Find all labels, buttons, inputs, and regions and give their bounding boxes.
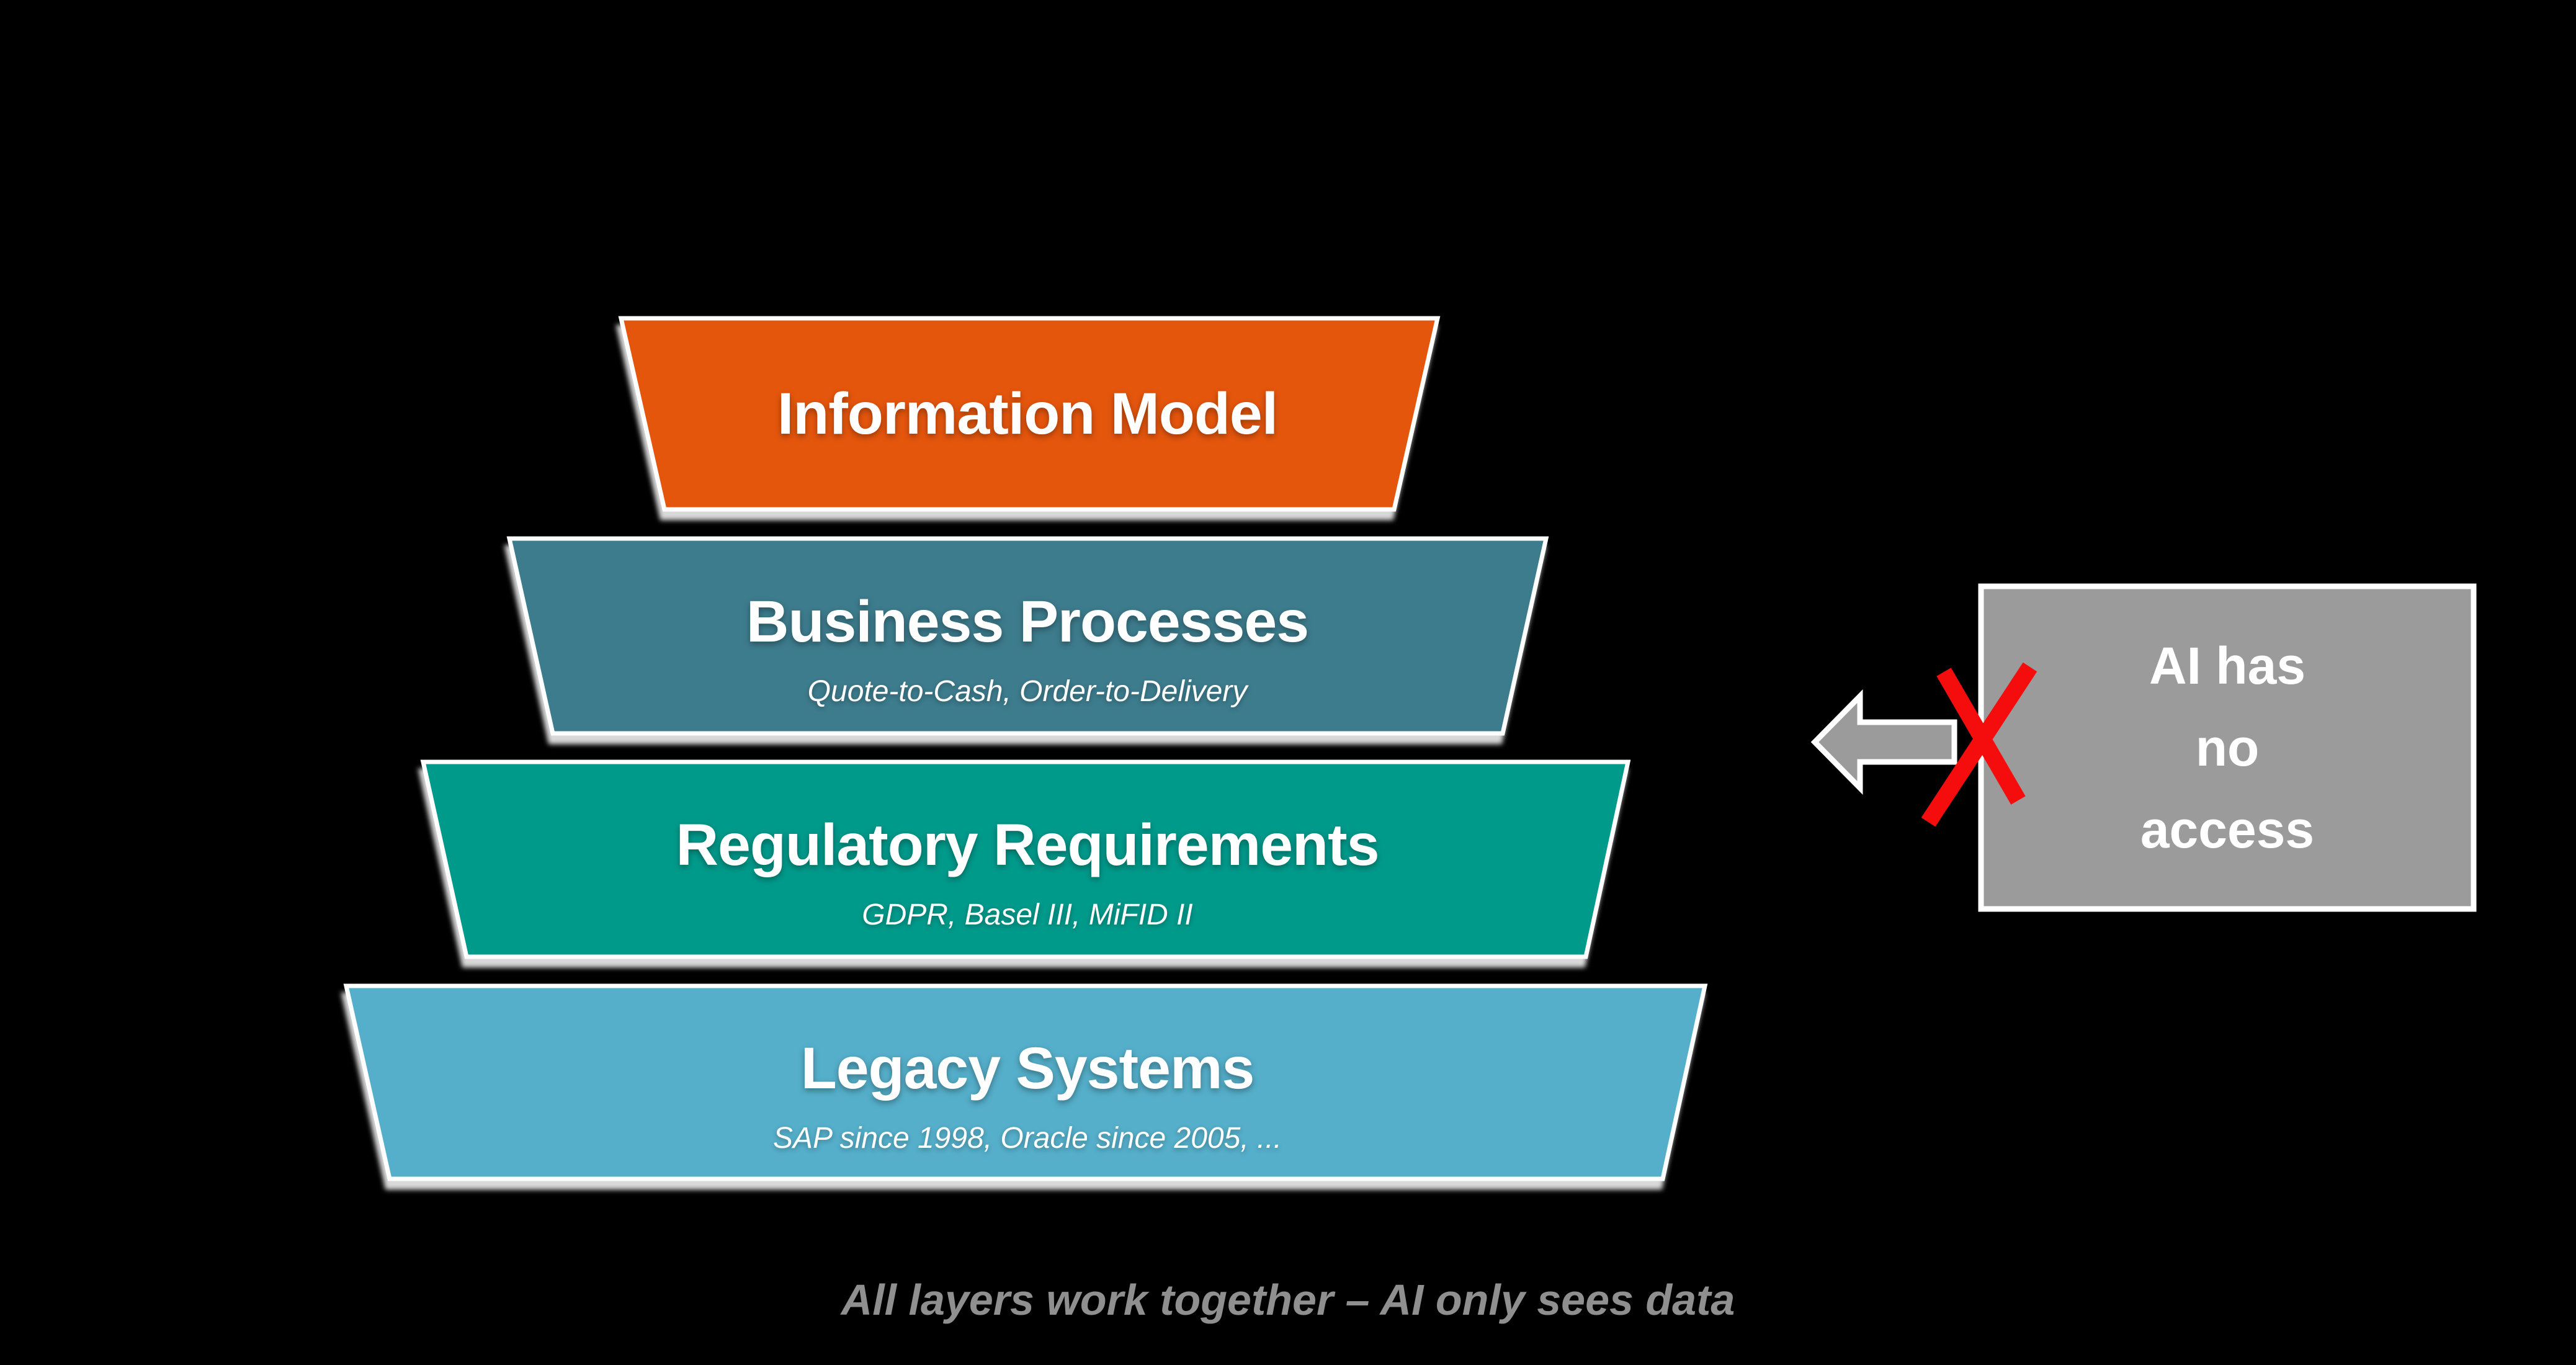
caption-text: All layers work together – AI only sees … <box>841 1276 1735 1324</box>
red-cross-icon <box>1921 662 2037 827</box>
ai-note-line: access <box>2140 800 2315 859</box>
ai-no-access-label: AI has no access <box>1981 586 2474 909</box>
pyramid-layer-shape-legacy-systems <box>343 983 1708 1181</box>
pyramid-layer-shape-information-model <box>618 316 1441 512</box>
blocked-arrow-icon <box>1810 689 1957 795</box>
pyramid-layer-shape-business-processes <box>506 536 1549 736</box>
ai-note-line: no <box>2195 718 2260 777</box>
pyramid-layer-shape-regulatory-requirements <box>420 759 1631 959</box>
ai-note-line: AI has <box>2149 637 2306 695</box>
